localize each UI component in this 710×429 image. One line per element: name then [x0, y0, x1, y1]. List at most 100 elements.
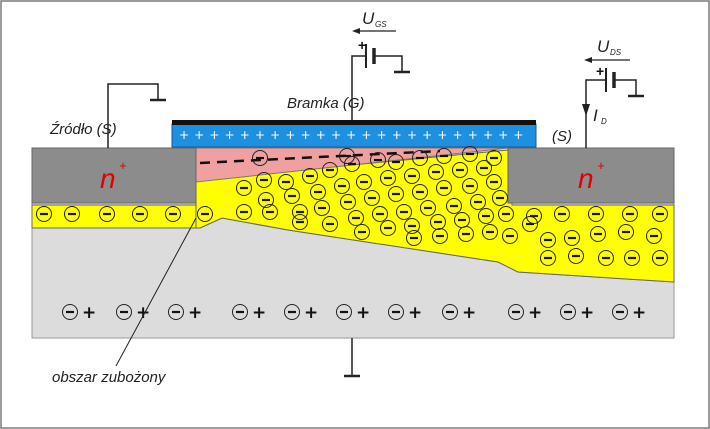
electron: [540, 250, 556, 266]
electron: [364, 190, 380, 206]
electron: [420, 200, 436, 216]
electron: [388, 186, 404, 202]
electron: [262, 204, 278, 220]
gate-plus-charge: +: [377, 128, 387, 142]
n-left-label: n: [100, 163, 116, 194]
electron: [278, 174, 294, 190]
electron: [256, 172, 272, 188]
gate-plus-charge: +: [361, 128, 371, 142]
electron: [404, 168, 420, 184]
id-arrow-head: [582, 104, 590, 116]
gate-plus-charge: +: [255, 128, 265, 142]
gate-plus-charge: +: [194, 128, 204, 142]
bulk-charge-pair: +: [442, 303, 476, 323]
electron: [348, 210, 364, 226]
electron: [165, 206, 181, 222]
n-plus-source-region: [31, 147, 197, 204]
electron: [564, 230, 580, 246]
gate-plus-charge: +: [301, 128, 311, 142]
svg-text:+: +: [356, 303, 370, 323]
electron: [322, 216, 338, 232]
uds-plus-sign: +: [596, 63, 604, 79]
gate-plus-charge: +: [437, 128, 447, 142]
electron: [498, 206, 514, 222]
electron: [406, 230, 422, 246]
svg-text:+: +: [580, 303, 594, 323]
electron: [646, 228, 662, 244]
electron: [132, 206, 148, 222]
electron: [284, 188, 300, 204]
electron: [302, 168, 318, 184]
electron: [64, 206, 80, 222]
bulk-charge-pair: +: [336, 303, 370, 323]
electron: [554, 206, 570, 222]
bulk-charge-pair: +: [116, 303, 150, 323]
electron: [526, 208, 542, 224]
electron: [388, 154, 404, 170]
electron: [372, 206, 388, 222]
gate-plus-charge: +: [468, 128, 478, 142]
electrons: [36, 146, 668, 266]
gate-metal: [172, 120, 536, 125]
electron: [486, 150, 502, 166]
n-right-sup: +: [597, 158, 605, 173]
gate-plus-charge: +: [498, 128, 508, 142]
electron: [412, 184, 428, 200]
electron: [436, 180, 452, 196]
gate-positive-charges: +++++++++++++++++++++++: [179, 128, 523, 142]
electron: [470, 194, 486, 210]
id-label: I: [593, 106, 598, 125]
svg-text:+: +: [304, 303, 318, 323]
electron: [339, 148, 355, 164]
electron: [428, 164, 444, 180]
gate-plus-charge: +: [513, 128, 523, 142]
electron: [446, 198, 462, 214]
electron: [292, 214, 308, 230]
electron: [476, 160, 492, 176]
wiring: [107, 44, 644, 378]
gate-plus-charge: +: [483, 128, 493, 142]
gate-plus-charge: +: [270, 128, 280, 142]
electron: [344, 156, 360, 172]
electron: [540, 232, 556, 248]
electron: [396, 204, 412, 220]
electron: [598, 250, 614, 266]
electron: [354, 224, 370, 240]
electron: [458, 226, 474, 242]
electron: [380, 220, 396, 236]
electron: [322, 162, 338, 178]
svg-text:+: +: [462, 303, 476, 323]
electron: [590, 226, 606, 242]
svg-text:+: +: [82, 303, 96, 323]
gate-plus-charge: +: [316, 128, 326, 142]
channel-boundary-dashed-line: [199, 149, 441, 165]
uds-label-sub: DS: [610, 48, 622, 57]
electron: [652, 206, 668, 222]
gate-plus-charge: +: [225, 128, 235, 142]
electron: [99, 206, 115, 222]
electron: [236, 180, 252, 196]
electron: [334, 178, 350, 194]
bulk-charge-pair: +: [508, 303, 542, 323]
bulk-charge-pair: +: [232, 303, 266, 323]
gate-plus-charge: +: [453, 128, 463, 142]
gate-plus-charge: +: [331, 128, 341, 142]
depletion-annotation-label: obszar zubożony: [52, 369, 167, 386]
ugs-plus-sign: +: [358, 37, 366, 53]
n-left-sup: +: [119, 158, 127, 173]
electron: [314, 200, 330, 216]
uds-arrow-head: [584, 57, 592, 63]
uds-label: U: [597, 37, 610, 56]
id-label-sub: D: [601, 117, 607, 126]
drain-wire: [585, 79, 606, 148]
gate-plus-charge: +: [240, 128, 250, 142]
electron: [197, 206, 213, 222]
electron: [502, 228, 518, 244]
electron: [432, 228, 448, 244]
electron: [486, 174, 502, 190]
electron: [310, 184, 326, 200]
electron: [492, 190, 508, 206]
ugs-label-sub: GS: [375, 20, 387, 29]
svg-text:+: +: [408, 303, 422, 323]
